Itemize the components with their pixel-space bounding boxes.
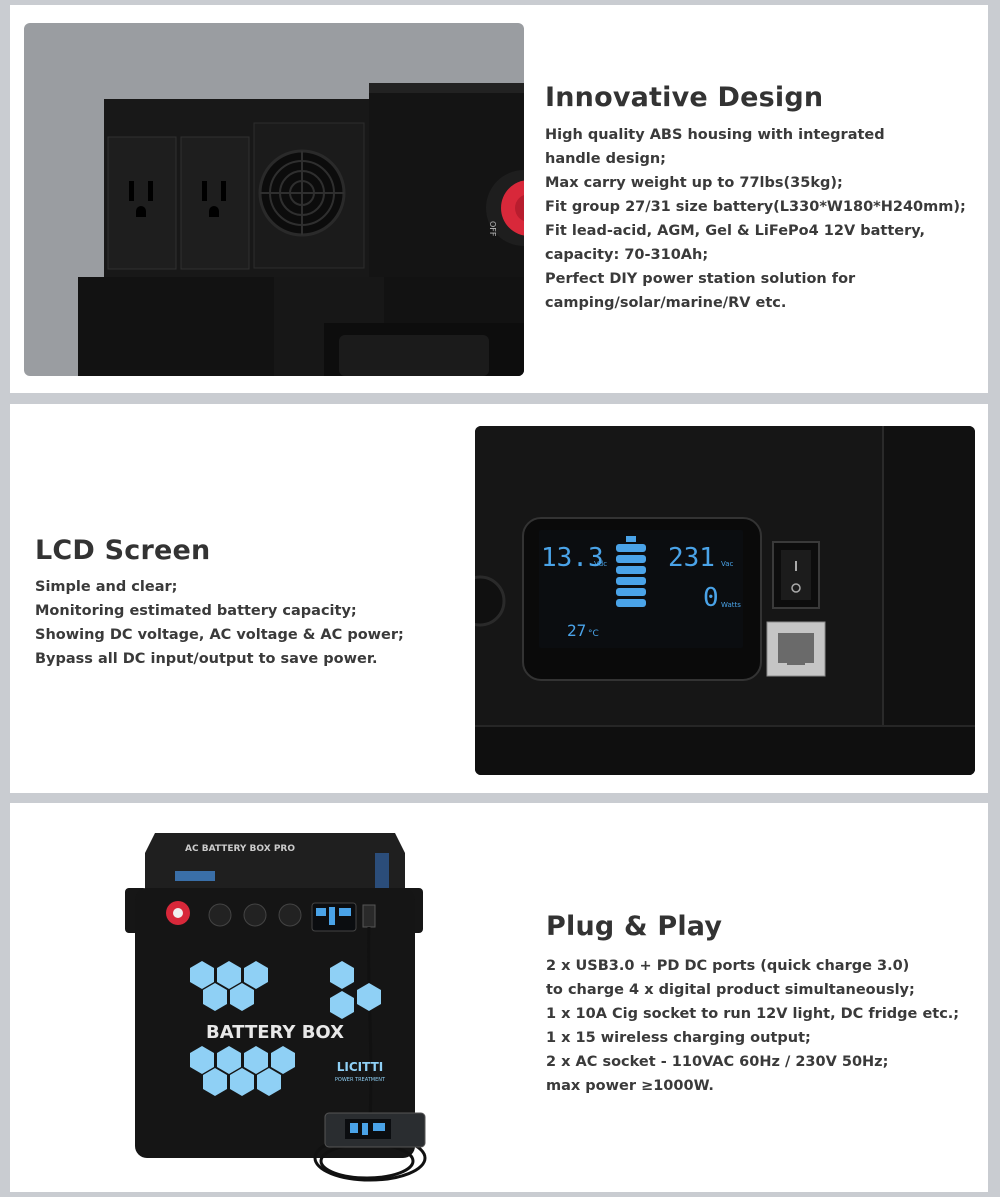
feature-line: max power ≥1000W. bbox=[546, 1078, 714, 1094]
lcd-temp-unit: °C bbox=[588, 629, 599, 639]
section-innovative-design: OFF Innovative Design High quality ABS h… bbox=[10, 5, 988, 393]
lcd-ac-unit: Vac bbox=[721, 560, 734, 568]
feature-list: 2 x USB3.0 + PD DC ports (quick charge 3… bbox=[546, 954, 959, 1098]
brand-sub-label: POWER TREATMENT bbox=[335, 1077, 386, 1083]
feature-list: High quality ABS housing with integrated… bbox=[545, 123, 966, 315]
feature-line: Fit lead-acid, AGM, Gel & LiFePo4 12V ba… bbox=[545, 223, 926, 239]
switch-off-label: OFF bbox=[488, 221, 497, 237]
feature-line: Bypass all DC input/output to save power… bbox=[35, 651, 378, 667]
body-label: BATTERY BOX bbox=[206, 1022, 344, 1043]
product-photo-lcd: 13.3 Vdc 231 Vac 0 Watts 27 °C bbox=[475, 426, 975, 775]
lcd-dc-unit: Vdc bbox=[594, 560, 607, 568]
feature-line: Monitoring estimated battery capacity; bbox=[35, 603, 357, 619]
feature-line: 1 x 15 wireless charging output; bbox=[546, 1030, 811, 1046]
feature-line: Showing DC voltage, AC voltage & AC powe… bbox=[35, 627, 404, 643]
feature-line: Simple and clear; bbox=[35, 579, 178, 595]
feature-line: Max carry weight up to 77lbs(35kg); bbox=[545, 175, 843, 191]
section-title: Plug & Play bbox=[546, 911, 723, 942]
feature-list: Simple and clear; Monitoring estimated b… bbox=[35, 575, 404, 671]
product-photo-housing: OFF bbox=[24, 23, 524, 376]
brand-label: LICITTI bbox=[337, 1060, 384, 1074]
product-photo-battery-box: AC BATTERY BOX PRO bbox=[105, 823, 445, 1193]
feature-line: capacity: 70-310Ah; bbox=[545, 247, 709, 263]
feature-line: handle design; bbox=[545, 151, 666, 167]
lcd-ac-voltage: 231 bbox=[668, 543, 715, 573]
section-title: LCD Screen bbox=[35, 535, 211, 566]
lcd-power-unit: Watts bbox=[721, 601, 741, 609]
feature-line: to charge 4 x digital product simultaneo… bbox=[546, 982, 915, 998]
feature-line: High quality ABS housing with integrated bbox=[545, 127, 885, 143]
section-plug-and-play: AC BATTERY BOX PRO bbox=[10, 803, 988, 1192]
feature-line: 2 x USB3.0 + PD DC ports (quick charge 3… bbox=[546, 958, 910, 974]
feature-line: Perfect DIY power station solution for bbox=[545, 271, 856, 287]
lid-label: AC BATTERY BOX PRO bbox=[185, 844, 295, 854]
feature-line: Fit group 27/31 size battery(L330*W180*H… bbox=[545, 199, 966, 215]
lcd-temperature: 27 bbox=[567, 621, 586, 640]
section-title: Innovative Design bbox=[545, 82, 824, 113]
section-lcd-screen: LCD Screen Simple and clear; Monitoring … bbox=[10, 404, 988, 793]
lcd-ac-power: 0 bbox=[703, 583, 719, 613]
feature-line: 2 x AC socket - 110VAC 60Hz / 230V 50Hz; bbox=[546, 1054, 889, 1070]
lcd-dc-voltage: 13.3 bbox=[541, 543, 604, 573]
feature-line: 1 x 10A Cig socket to run 12V light, DC … bbox=[546, 1006, 960, 1022]
feature-line: camping/solar/marine/RV etc. bbox=[545, 295, 787, 311]
